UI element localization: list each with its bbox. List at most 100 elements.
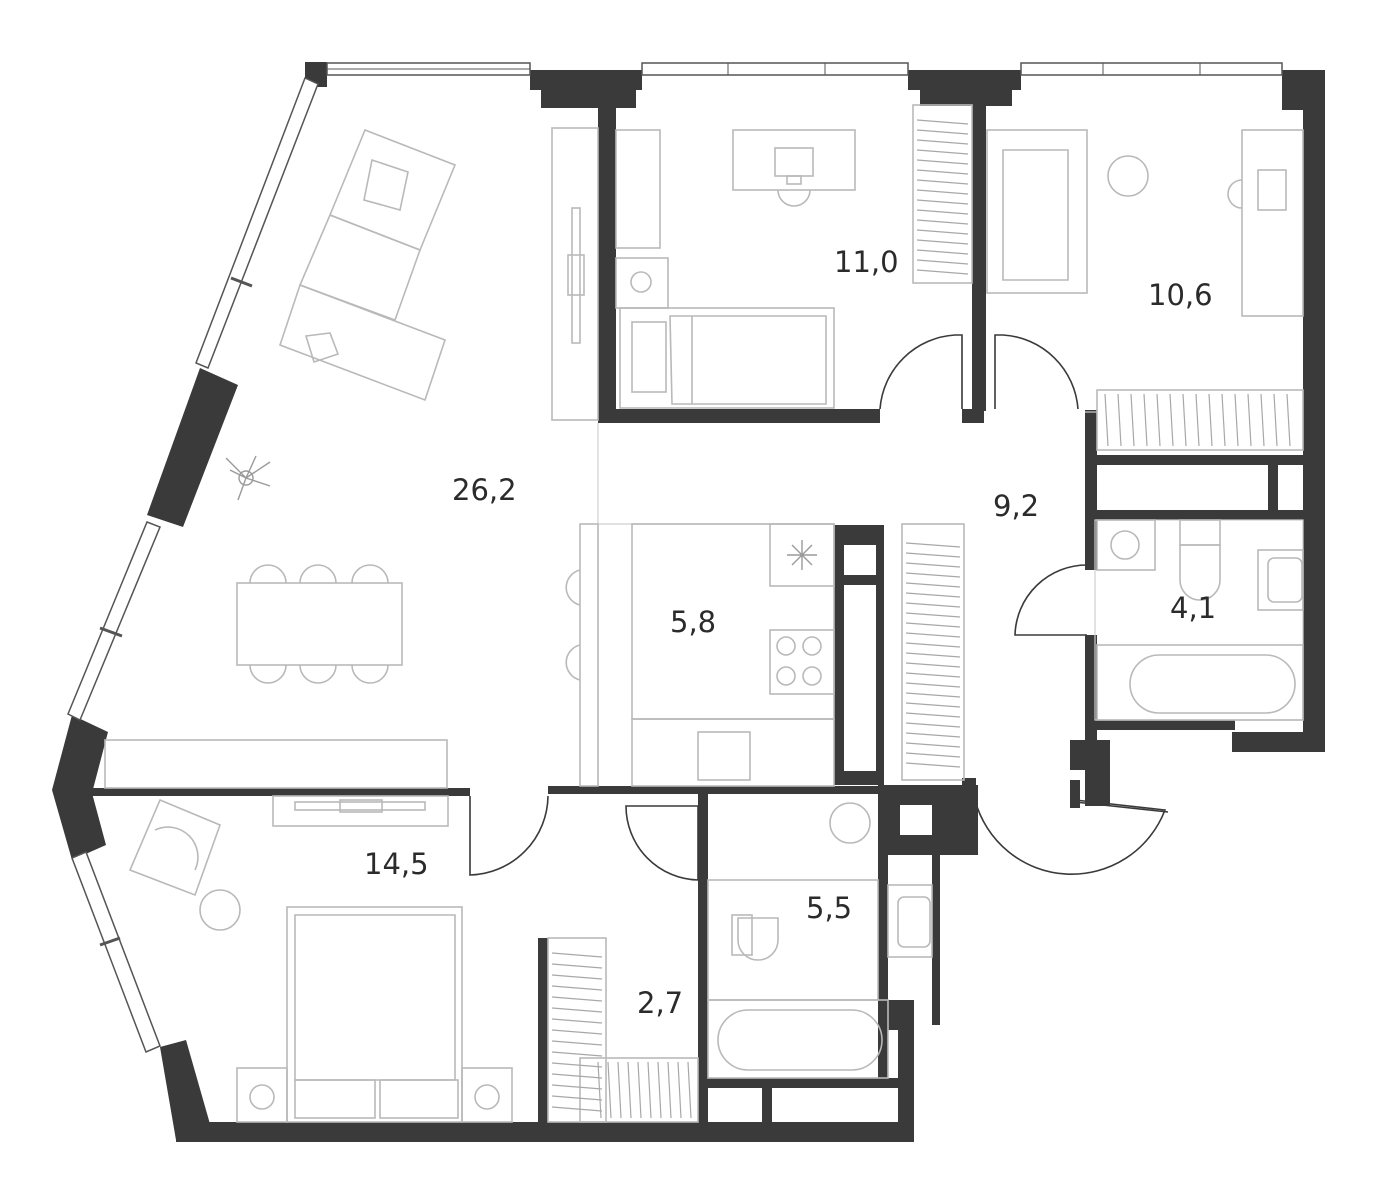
hanger-line [607, 1061, 612, 1119]
hanger-line [677, 1061, 682, 1119]
hanger-line [1234, 393, 1239, 447]
area-bathroom-right: 4,1 [1170, 591, 1216, 625]
area-bedroom-main: 14,5 [364, 847, 429, 881]
hanger-line [1260, 393, 1265, 447]
windows [67, 62, 1283, 1053]
hanger-line [551, 1062, 603, 1068]
hanger-line [916, 219, 969, 225]
hanger-line [905, 572, 961, 578]
wardrobe-hanger-lines [916, 119, 969, 275]
hanger-line [916, 149, 969, 155]
hanger-line [1130, 393, 1135, 447]
hanger-line [617, 1061, 622, 1119]
area-kitchen: 5,8 [670, 605, 716, 639]
area-bedroom-right: 10,6 [1148, 278, 1213, 312]
hanger-line [905, 662, 961, 668]
hanger-line [905, 612, 961, 618]
hanger-line [916, 159, 969, 165]
sofa [278, 128, 457, 402]
hanger-line [916, 129, 969, 135]
hanger-line [905, 622, 961, 628]
hanger-line [916, 179, 969, 185]
hanger-line [1182, 393, 1187, 447]
hanger-line [905, 742, 961, 748]
hanger-line [551, 1040, 603, 1046]
walls [52, 62, 1325, 1142]
area-bathroom-center: 5,5 [806, 891, 852, 925]
hanger-line [667, 1061, 672, 1119]
hanger-line [551, 974, 603, 980]
hanger-line [905, 682, 961, 688]
hanger-line [916, 249, 969, 255]
hanger-line [1104, 393, 1109, 447]
dining-table [236, 564, 403, 684]
hanger-line [551, 985, 603, 991]
hanger-line [647, 1061, 652, 1119]
hanger-line [551, 1029, 603, 1035]
hanger-line [916, 259, 969, 265]
hanger-line [916, 229, 969, 235]
hanger-line [657, 1061, 662, 1119]
hanger-line [1195, 393, 1200, 447]
hanger-line [905, 552, 961, 558]
hanger-line [905, 692, 961, 698]
hanger-line [905, 652, 961, 658]
hanger-line [551, 1073, 603, 1079]
hanger-line [905, 562, 961, 568]
hanger-line [905, 712, 961, 718]
hanger-line [916, 239, 969, 245]
area-bedroom-top: 11,0 [834, 245, 899, 279]
wardrobe-hanger-lines [597, 1061, 692, 1119]
hanger-line [905, 592, 961, 598]
furniture [104, 104, 1304, 1123]
hanger-line [1208, 393, 1213, 447]
hanger-line [916, 199, 969, 205]
hanger-line [597, 1061, 602, 1119]
hanger-line [905, 752, 961, 758]
hanger-line [551, 996, 603, 1002]
wardrobe-hanger-lines [905, 542, 961, 768]
hanger-line [1286, 393, 1291, 447]
hanger-line [905, 722, 961, 728]
hanger-line [916, 169, 969, 175]
hanger-line [1273, 393, 1278, 447]
hanger-line [551, 1018, 603, 1024]
hanger-line [551, 1051, 603, 1057]
hanger-line [1169, 393, 1174, 447]
area-hall: 9,2 [993, 489, 1039, 523]
wardrobe-hanger-lines [1104, 393, 1291, 447]
hanger-line [905, 582, 961, 588]
hanger-line [551, 1007, 603, 1013]
doors [469, 334, 1169, 881]
hanger-line [905, 672, 961, 678]
hanger-line [905, 542, 961, 548]
hanger-line [551, 963, 603, 969]
hanger-line [551, 1106, 603, 1112]
area-living: 26,2 [452, 473, 517, 507]
hanger-line [551, 952, 603, 958]
plant-icon [225, 455, 271, 501]
hanger-line [1117, 393, 1122, 447]
hanger-line [905, 762, 961, 768]
hanger-line [916, 189, 969, 195]
hanger-line [1247, 393, 1252, 447]
hanger-line [1143, 393, 1148, 447]
hanger-line [905, 602, 961, 608]
wardrobe-hanger-lines [551, 952, 603, 1112]
hanger-line [551, 1095, 603, 1101]
hanger-line [905, 642, 961, 648]
hanger-line [627, 1061, 632, 1119]
area-wardrobe: 2,7 [637, 986, 683, 1020]
hanger-line [1156, 393, 1161, 447]
hanger-line [916, 119, 969, 125]
hanger-line [905, 732, 961, 738]
room-areas: 26,2 11,0 10,6 9,2 5,8 4,1 14,5 5,5 2,7 [364, 245, 1216, 1020]
hanger-line [1221, 393, 1226, 447]
hanger-line [916, 139, 969, 145]
hanger-line [637, 1061, 642, 1119]
hanger-line [687, 1061, 692, 1119]
hanger-line [916, 269, 969, 275]
hanger-line [905, 702, 961, 708]
hanger-line [551, 1084, 603, 1090]
